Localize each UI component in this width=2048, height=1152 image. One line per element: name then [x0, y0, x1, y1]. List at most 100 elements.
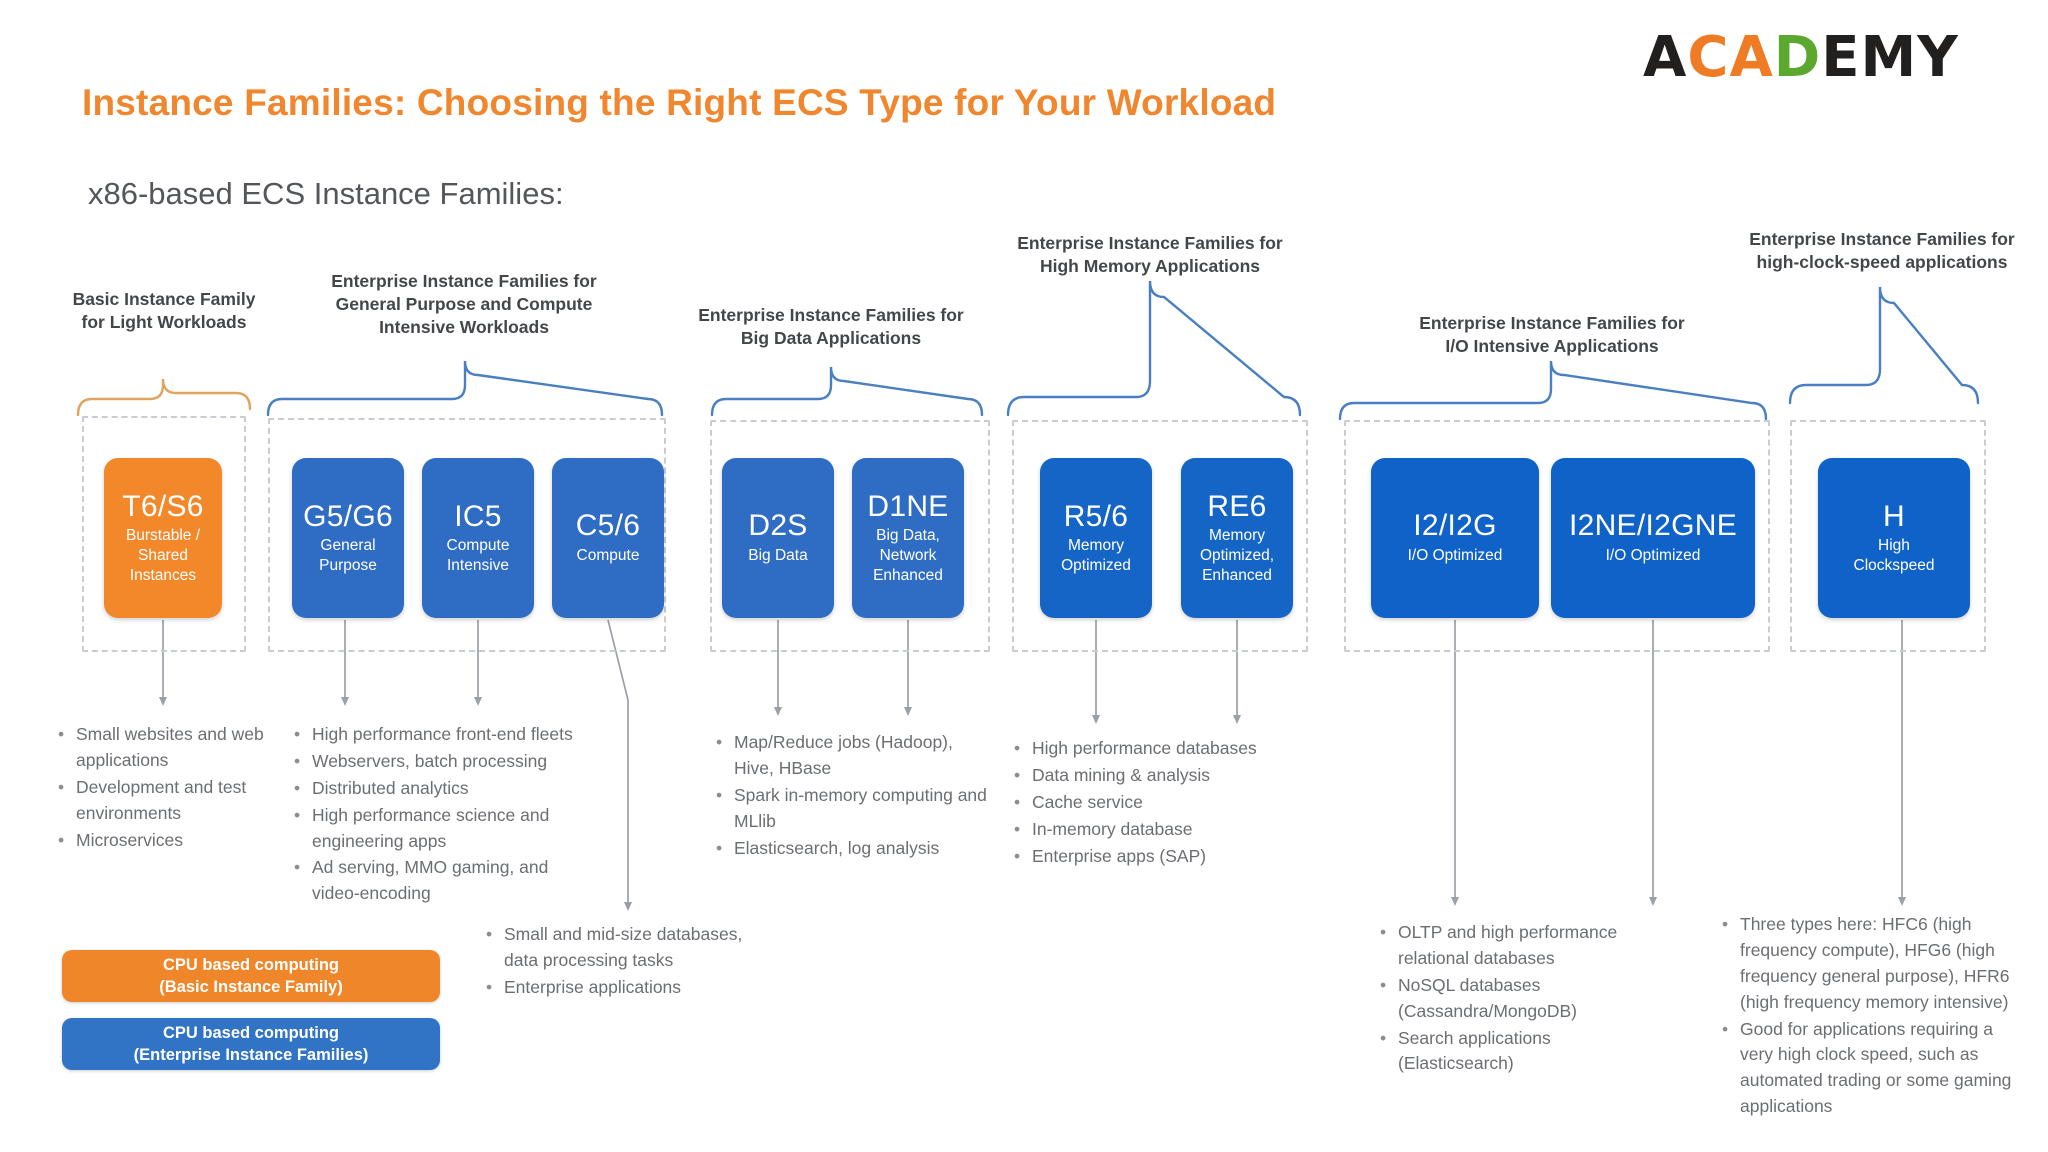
group-caption-io-intensive: Enterprise Instance Families for I/O Int…: [1419, 313, 1685, 357]
list-item-text: Distributed analytics: [312, 777, 469, 798]
bullet-icon: •: [1014, 791, 1021, 812]
list-item-text: Enterprise applications: [504, 976, 682, 997]
tile-code: T6/S6: [122, 489, 204, 523]
list-item: • Enterprise applications: [486, 975, 774, 1001]
bullet-icon: •: [294, 857, 301, 878]
group-box-basic: [82, 416, 246, 652]
tile-code: I2/I2G: [1413, 509, 1497, 543]
group-box-big-data: [710, 420, 990, 652]
list-item-text: Elasticsearch, log analysis: [734, 837, 940, 858]
list-item-text: Good for applications requiring a very h…: [1740, 1018, 2012, 1117]
tile-d1ne[interactable]: D1NE Big Data, Network Enhanced: [852, 458, 964, 618]
legend-basic: CPU based computing (Basic Instance Fami…: [62, 950, 440, 1002]
notes-basic: •Small websites and web applications•Dev…: [58, 722, 266, 854]
group-caption-high-clock: Enterprise Instance Families for high-cl…: [1749, 229, 2015, 273]
list-item: • High performance science and engineerin…: [294, 803, 594, 855]
bullet-icon: •: [58, 724, 65, 744]
tile-i2-i2g[interactable]: I2/I2G I/O Optimized: [1371, 458, 1539, 618]
list-item: •High performance databases: [1014, 736, 1282, 762]
list-item: • Small and mid-size databases, data proc…: [486, 922, 774, 974]
list-item: •Search applications (Elasticsearch): [1380, 1026, 1644, 1078]
tile-r5-6[interactable]: R5/6 Memory Optimized: [1040, 458, 1152, 618]
list-item: •Map/Reduce jobs (Hadoop), Hive, HBase: [716, 730, 988, 782]
tile-code: G5/G6: [303, 499, 393, 533]
list-item: • Webservers, batch processing: [294, 749, 594, 775]
tile-desc: Big Data: [748, 546, 808, 564]
bullet-icon: •: [294, 750, 301, 771]
tile-d2s[interactable]: D2S Big Data: [722, 458, 834, 618]
bullet-icon: •: [294, 804, 301, 825]
notes-io: • OLTP and high performance relational da…: [1380, 920, 1644, 1078]
list-item: • Ad serving, MMO gaming, and video-encod…: [294, 855, 594, 907]
list-item: •In-memory database: [1014, 817, 1282, 843]
bullet-icon: •: [486, 924, 493, 944]
list-item-text: High performance front-end fleets: [312, 724, 573, 744]
notes-general: • High performance front-end fleets • Webse…: [294, 722, 594, 908]
tile-code: I2NE/I2GNE: [1568, 509, 1738, 543]
legend-line-2: (Basic Instance Family): [159, 978, 343, 996]
tile-h[interactable]: H High Clockspeed: [1818, 458, 1970, 618]
list-item-text: Ad serving, MMO gaming, and video-encodi…: [312, 857, 549, 904]
list-item-text: Webservers, batch processing: [312, 750, 548, 771]
tile-i2ne-i2gne[interactable]: I2NE/I2GNE I/O Optimized: [1551, 458, 1755, 618]
tile-desc: Burstable / Shared Instances: [125, 527, 201, 584]
tile-desc: Compute Intensive: [446, 537, 510, 574]
list-item-text: NoSQL databases (Cassandra/MongoDB): [1398, 974, 1577, 1021]
page-subtitle: x86-based ECS Instance Families:: [88, 176, 564, 211]
tile-g5-g6[interactable]: G5/G6 General Purpose: [292, 458, 404, 618]
tile-code: D1NE: [867, 489, 949, 523]
list-item-text: Map/Reduce jobs (Hadoop), Hive, HBase: [734, 732, 953, 778]
notes-memory: •High performance databases•Data mining …: [1014, 736, 1282, 870]
list-item: • Small websites and web applications: [58, 722, 266, 774]
group-caption-high-memory: Enterprise Instance Families for High Me…: [1017, 233, 1283, 277]
bullet-icon: •: [1014, 764, 1021, 785]
list-item-text: OLTP and high performance relational dat…: [1398, 922, 1618, 968]
notes-bigdata: •Map/Reduce jobs (Hadoop), Hive, HBase•S…: [716, 730, 988, 862]
list-item: • Elasticsearch, log analysis: [716, 836, 988, 862]
tile-code: D2S: [748, 509, 808, 543]
notes-clock: • Three types here: HFC6 (high frequency …: [1722, 912, 2014, 1121]
tile-code: R5/6: [1063, 499, 1129, 533]
legend-enterprise: CPU based computing (Enterprise Instance…: [62, 1018, 440, 1070]
bullet-icon: •: [1722, 914, 1729, 934]
bullet-icon: •: [58, 829, 65, 850]
bullet-icon: •: [486, 976, 493, 997]
legend-line-1: CPU based computing: [162, 955, 339, 974]
group-caption-basic: Basic Instance Family for Light Workload…: [72, 289, 256, 333]
tile-desc: I/O Optimized: [1407, 546, 1503, 564]
list-item: •Good for applications requiring a very …: [1722, 1017, 2014, 1121]
list-item: • Enterprise apps (SAP): [1014, 844, 1282, 870]
bullet-icon: •: [716, 837, 723, 858]
list-item: • Distributed analytics: [294, 776, 594, 802]
bullet-icon: •: [1014, 845, 1021, 866]
tile-code: RE6: [1207, 489, 1267, 523]
group-box-high-clock: [1790, 420, 1986, 652]
list-item-text: Enterprise apps (SAP): [1032, 845, 1207, 866]
list-item-text: Small websites and web applications: [76, 724, 264, 770]
list-item-text: Spark in-memory computing and MLlib: [734, 784, 987, 831]
group-box-general-compute: [268, 418, 666, 652]
tile-desc: I/O Optimized: [1605, 546, 1701, 564]
list-item: • Cache service: [1014, 790, 1282, 816]
tile-desc: General Purpose: [319, 537, 377, 574]
tile-desc: High Clockspeed: [1853, 537, 1935, 574]
bullet-icon: •: [1380, 922, 1387, 942]
bullet-icon: •: [294, 777, 301, 798]
tile-t6-s6[interactable]: T6/S6 Burstable / Shared Instances: [104, 458, 222, 618]
legend-line-2: (Enterprise Instance Families): [133, 1046, 369, 1064]
notes-c56: • Small and mid-size databases, data proc…: [486, 922, 774, 1002]
tile-code: C5/6: [575, 509, 641, 543]
list-item: •Spark in-memory computing and MLlib: [716, 783, 988, 835]
list-item-text: Data mining & analysis: [1032, 764, 1210, 785]
tile-code: H: [1883, 499, 1905, 533]
list-item-text: Three types here: HFC6 (high frequency c…: [1740, 914, 2010, 1012]
list-item-text: High performance science and engineering…: [312, 804, 550, 851]
tile-re6[interactable]: RE6 Memory Optimized, Enhanced: [1181, 458, 1293, 618]
tile-code: IC5: [454, 499, 502, 533]
list-item-text: Cache service: [1032, 791, 1143, 812]
tile-c5-6[interactable]: C5/6 Compute: [552, 458, 664, 618]
list-item-text: Small and mid-size databases, data proce…: [504, 924, 743, 970]
tile-ic5[interactable]: IC5 Compute Intensive: [422, 458, 534, 618]
group-caption-general-compute: Enterprise Instance Families for General…: [331, 271, 597, 338]
